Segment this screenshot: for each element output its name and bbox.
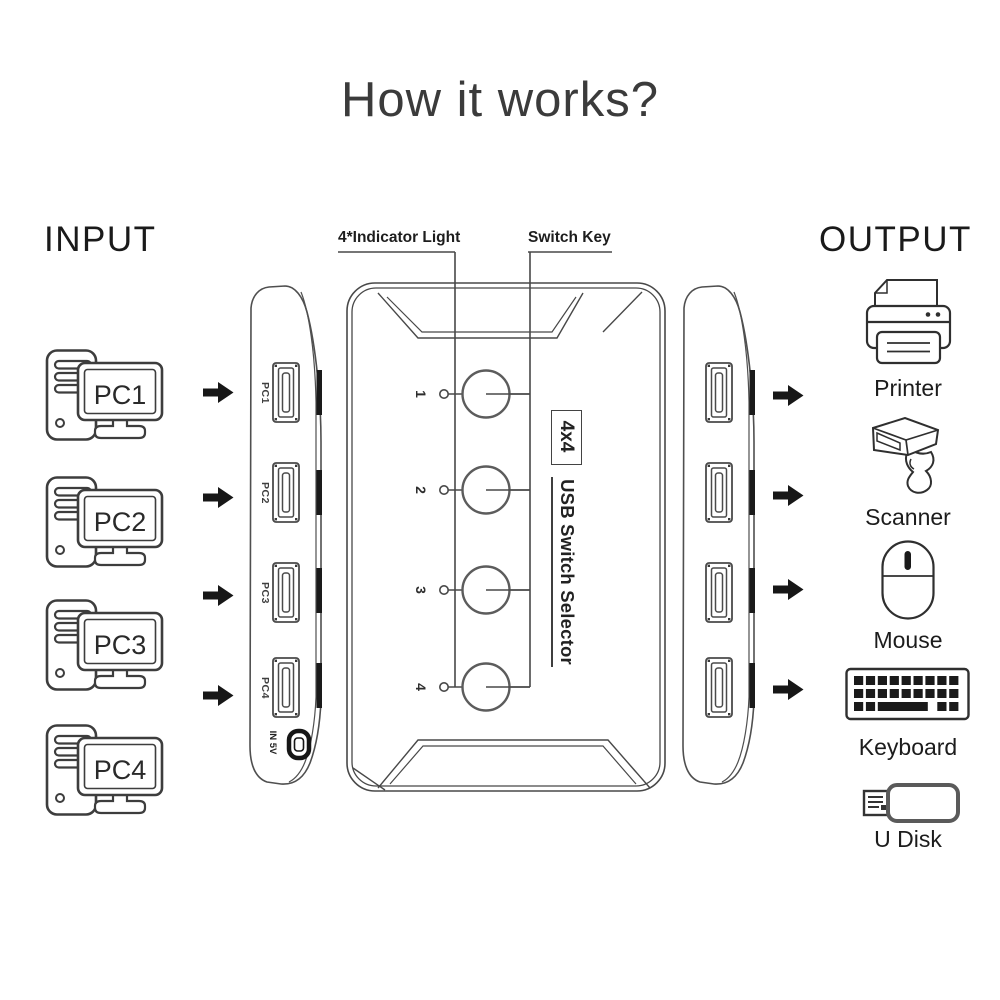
arrow-right-icon xyxy=(773,578,804,601)
pc2-label: PC2 xyxy=(93,507,147,537)
power-port-label: IN 5V xyxy=(267,730,278,755)
channel-number-2: 2 xyxy=(413,486,429,494)
printer-label: Printer xyxy=(874,375,942,401)
input-side-panel xyxy=(245,282,325,794)
arrow-right-icon xyxy=(773,484,804,507)
input-port-label-pc2: PC2 xyxy=(259,482,271,504)
barcode-scanner-icon xyxy=(871,417,940,494)
output-side-panel xyxy=(678,282,758,794)
arrow-right-icon xyxy=(203,684,234,707)
indicator-light-4 xyxy=(439,681,450,692)
arrow-right-icon xyxy=(773,384,804,407)
model-badge-frame xyxy=(551,410,582,465)
output-heading: OUTPUT xyxy=(819,220,972,259)
pc3-label: PC3 xyxy=(93,630,147,660)
product-name: USB Switch Selector xyxy=(551,477,580,667)
printer-icon xyxy=(865,279,952,365)
channel-number-1: 1 xyxy=(413,390,429,398)
scanner-label: Scanner xyxy=(865,504,951,530)
indicator-light-3 xyxy=(439,584,450,595)
page-title: How it works? xyxy=(341,73,659,127)
keyboard-icon xyxy=(845,667,970,721)
arrow-right-icon xyxy=(773,678,804,701)
switch-key-annotation: Switch Key xyxy=(528,229,611,246)
indicator-light-2 xyxy=(439,484,450,495)
pc1-label: PC1 xyxy=(93,380,147,410)
mouse-icon xyxy=(881,540,935,620)
input-port-label-pc4: PC4 xyxy=(259,677,271,699)
arrow-right-icon xyxy=(203,584,234,607)
channel-number-4: 4 xyxy=(413,683,429,691)
usb-flash-drive-icon xyxy=(862,783,960,823)
pc4-label: PC4 xyxy=(93,755,147,785)
arrow-right-icon xyxy=(203,486,234,509)
input-port-label-pc3: PC3 xyxy=(259,582,271,604)
keyboard-label: Keyboard xyxy=(858,734,958,760)
micro-usb-power-port xyxy=(286,728,312,761)
model-badge: 4x4 xyxy=(556,420,577,453)
input-port-label-pc1: PC1 xyxy=(259,382,271,404)
mouse-label: Mouse xyxy=(873,627,943,653)
switch-top-view xyxy=(338,251,666,792)
input-heading: INPUT xyxy=(44,220,157,259)
udisk-label: U Disk xyxy=(874,826,942,852)
indicator-light-1 xyxy=(439,389,450,400)
channel-number-3: 3 xyxy=(413,586,429,594)
indicator-light-annotation: 4*Indicator Light xyxy=(338,229,461,246)
arrow-right-icon xyxy=(203,381,234,404)
